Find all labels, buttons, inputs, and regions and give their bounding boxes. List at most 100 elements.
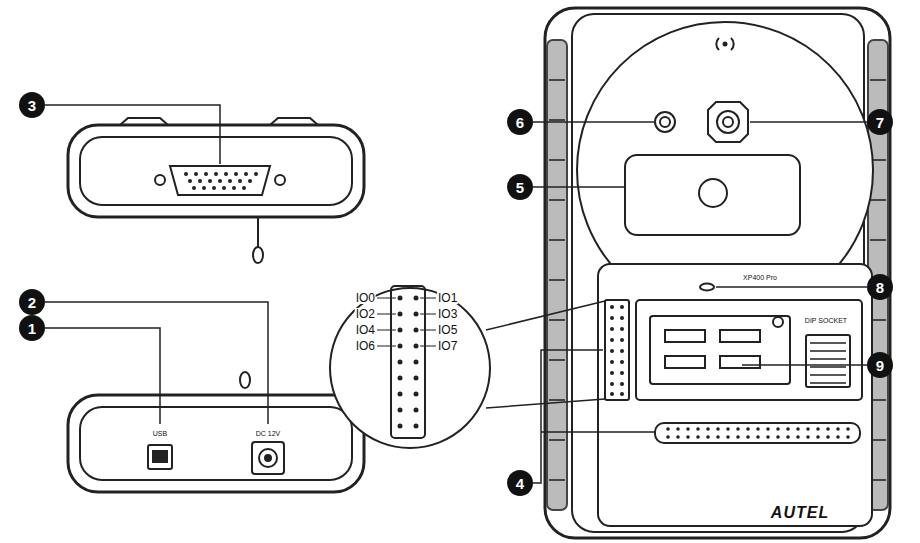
drawing-part	[620, 316, 624, 320]
signal-name: IO3	[437, 308, 458, 320]
drawing-part	[234, 172, 238, 176]
magnified-header	[391, 286, 425, 438]
dip-switch-levers	[810, 343, 846, 383]
drawing-part	[676, 427, 680, 431]
zif-socket	[650, 316, 790, 384]
programmer-bottom-view	[68, 372, 364, 492]
drawing-part	[620, 360, 624, 364]
chip-socket	[636, 300, 862, 400]
drawing-part	[806, 427, 810, 431]
drawing-part	[254, 172, 258, 176]
drawing-part	[610, 382, 614, 386]
signal-name: IO4	[355, 324, 376, 336]
drawing-part	[666, 427, 670, 431]
connector-pins	[184, 172, 258, 190]
callout-number: 2	[28, 295, 36, 310]
housing	[545, 8, 890, 538]
drawing-part	[706, 427, 710, 431]
drawing-part	[212, 186, 216, 190]
socket-label: DIP SOCKET	[804, 317, 848, 324]
drawing-part	[620, 349, 624, 353]
coil-symbol	[723, 42, 728, 47]
usb-port-inner	[153, 451, 167, 462]
port-label: DC 12V	[255, 430, 282, 437]
callout-circle	[867, 109, 893, 135]
drawing-part	[610, 305, 614, 309]
remote-slot	[625, 155, 800, 235]
magnifier-line	[486, 301, 605, 408]
callout-circle	[507, 470, 533, 496]
lanyard-loop	[240, 372, 250, 388]
drawing-part	[610, 360, 614, 364]
signal-name: IO0	[355, 292, 376, 304]
drawing-part	[610, 349, 614, 353]
drawing-part	[398, 408, 403, 413]
drawing-part	[414, 408, 419, 413]
magnifier-circle	[330, 288, 490, 448]
dc-jack	[252, 442, 284, 474]
drawing-part	[398, 360, 403, 365]
drawing-part	[232, 186, 236, 190]
drawing-part	[224, 172, 228, 176]
bracket-line	[533, 350, 655, 483]
drawing-part	[826, 427, 830, 431]
housing	[68, 395, 364, 492]
drawing-part	[620, 305, 624, 309]
callout-number: 5	[516, 180, 524, 195]
callout-circle	[867, 352, 893, 378]
signal-name: IO2	[355, 308, 376, 320]
drawing-part	[766, 427, 770, 431]
callout-circle	[19, 92, 45, 118]
signal-name: IO1	[437, 292, 458, 304]
drawing-part	[192, 186, 196, 190]
drawing-part	[836, 427, 840, 431]
drawing-part	[620, 371, 624, 375]
callout-number: 3	[28, 98, 36, 113]
drawing-part	[398, 296, 403, 301]
leader-line	[533, 121, 654, 123]
drawing-part	[620, 382, 624, 386]
screw	[155, 175, 165, 185]
callout-number: 9	[876, 358, 884, 373]
drawing-part	[796, 435, 800, 439]
transponder-slot	[717, 111, 739, 133]
usb-port	[148, 445, 172, 469]
leader-line	[533, 186, 625, 188]
drawing-part	[686, 435, 690, 439]
drawing-part	[248, 179, 252, 183]
brand-logo: AUTEL	[771, 505, 829, 521]
drawing-part	[796, 427, 800, 431]
drawing-part	[194, 172, 198, 176]
edge-connector-pins	[666, 427, 850, 439]
pin-header-pins	[610, 305, 624, 396]
drawing-part	[244, 172, 248, 176]
drawing-part	[184, 172, 188, 176]
dc-jack-ring	[259, 449, 277, 467]
drawing-part	[398, 312, 403, 317]
drawing-part	[610, 338, 614, 342]
callout-circles	[19, 92, 893, 496]
callout-number: 1	[28, 321, 36, 336]
callout-number: 8	[876, 280, 884, 295]
signal-name: IO7	[437, 340, 458, 352]
callout-circle	[867, 274, 893, 300]
drawing-part	[746, 435, 750, 439]
drawing-part	[706, 435, 710, 439]
screw	[275, 175, 285, 185]
drawing-part	[414, 344, 419, 349]
drawing-part	[414, 328, 419, 333]
drawing-part	[736, 427, 740, 431]
led-indicator-inner	[660, 117, 670, 127]
drawing-part	[816, 427, 820, 431]
drawing-part	[620, 392, 624, 396]
port-label: USB	[152, 430, 168, 437]
programmer-front-view	[545, 8, 890, 538]
drawing-part	[414, 312, 419, 317]
drawing-part	[806, 435, 810, 439]
drawing-part	[786, 435, 790, 439]
signal-name: IO6	[355, 340, 376, 352]
drawing-part	[610, 392, 614, 396]
leader-line	[45, 302, 268, 424]
callout-circle	[507, 109, 533, 135]
